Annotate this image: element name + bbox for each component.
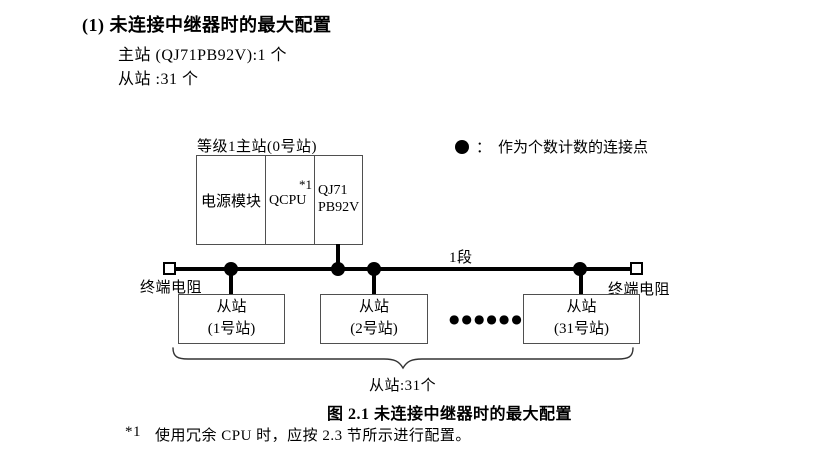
- segment-label: 1段: [449, 250, 473, 266]
- underbrace: [172, 347, 634, 370]
- connection-point-node: [331, 262, 345, 276]
- qj71-label-line1: QJ71: [318, 183, 348, 199]
- slave2-line1: 从站: [358, 299, 389, 316]
- terminator-left-label: 终端电阻: [140, 280, 203, 296]
- legend: ： 作为个数计数的连接点: [455, 136, 648, 157]
- legend-separator: ：: [476, 140, 492, 156]
- slave2-line2: (2号站): [350, 321, 398, 337]
- ellipsis-dots: ●●●●●●: [449, 312, 524, 326]
- connection-point-node: [224, 262, 238, 276]
- footnote-marker: *1: [125, 424, 141, 440]
- footnote-text: 使用冗余 CPU 时，应按 2.3 节所示进行配置。: [155, 428, 471, 444]
- power-module-label: 电源模块: [200, 193, 261, 210]
- qj71pb92v-cell: QJ71 PB92V: [315, 156, 362, 244]
- section-title: (1) 未连接中继器时的最大配置: [82, 15, 332, 35]
- footnote: *1 使用冗余 CPU 时，应按 2.3 节所示进行配置。: [125, 424, 471, 445]
- slave31-line2: (31号站): [554, 321, 609, 337]
- slave1-line1: 从站: [216, 299, 247, 316]
- slave2-drop-line: [372, 271, 376, 295]
- qcpu-label: QCPU: [269, 193, 307, 208]
- connection-point-node: [573, 262, 587, 276]
- terminator-left-icon: [163, 262, 176, 275]
- figure-caption: 图 2.1 未连接中继器时的最大配置: [327, 406, 573, 423]
- terminator-right-icon: [630, 262, 643, 275]
- brace-label: 从站:31个: [369, 378, 437, 394]
- legend-text: 作为个数计数的连接点: [498, 140, 649, 156]
- master-station-label: 等级1主站(0号站): [197, 139, 317, 155]
- slave-station-1-box: 从站 (1号站): [178, 294, 285, 344]
- qj71-label-line2: PB92V: [318, 200, 360, 215]
- master-station-box: 电源模块 *1 QCPU QJ71 PB92V: [196, 155, 363, 245]
- slave-count-line: 从站 :31 个: [118, 71, 199, 88]
- connection-point-node: [367, 262, 381, 276]
- slave31-drop-line: [579, 271, 583, 295]
- slave-station-2-box: 从站 (2号站): [320, 294, 428, 344]
- slave-station-31-box: 从站 (31号站): [523, 294, 640, 344]
- footnote-marker-ref: *1: [299, 177, 312, 192]
- master-count-line: 主站 (QJ71PB92V):1 个: [118, 47, 288, 64]
- master-drop-line: [336, 244, 340, 269]
- qcpu-cell: *1 QCPU: [266, 156, 315, 244]
- power-module-cell: 电源模块: [197, 156, 266, 244]
- slave1-drop-line: [229, 271, 233, 295]
- slave1-line2: (1号站): [207, 321, 256, 337]
- slave31-line1: 从站: [566, 299, 597, 316]
- connection-point-dot-icon: [455, 139, 469, 154]
- bus-line: [176, 267, 632, 271]
